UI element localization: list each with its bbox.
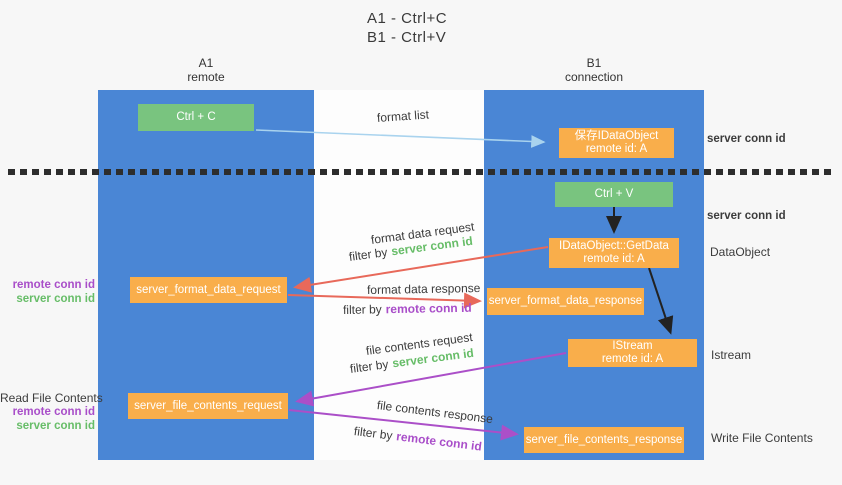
lane-a1-role: remote [187, 70, 225, 84]
lane-header-b1: B1 connection [514, 56, 674, 84]
remote-conn-id-text: remote conn id [385, 300, 472, 317]
filter-by-text: filter by [342, 302, 382, 317]
label-server-conn-id-top-right: server conn id [707, 133, 786, 145]
lane-header-a1: A1 remote [126, 56, 286, 84]
lane-b1-name: B1 [586, 56, 602, 70]
title-line-1: A1 - Ctrl+C [367, 10, 448, 27]
node-save-idataobject-line2: remote id: A [585, 143, 648, 155]
node-server-file-contents-request: server_file_contents_request [128, 393, 288, 419]
node-istream: IStream remote id: A [568, 339, 697, 367]
label-read-file-contents: Read File Contents [0, 391, 103, 405]
node-file-request-label: server_file_contents_request [134, 399, 282, 412]
node-server-format-data-request: server_format_data_request [130, 277, 287, 303]
title-line-2: B1 - Ctrl+V [367, 29, 447, 46]
node-file-response-label: server_file_contents_response [525, 433, 683, 446]
label-group-read-file-contents: Read File Contents remote conn id server… [0, 391, 103, 433]
label-write-file-contents: Write File Contents [711, 431, 813, 445]
label-format-data-response: format data response [366, 281, 481, 297]
label-dataobject: DataObject [710, 245, 771, 259]
node-server-format-data-response: server_format_data_response [487, 288, 644, 315]
diagram-title: A1 - Ctrl+C B1 - Ctrl+V [367, 9, 447, 47]
node-format-request-label: server_format_data_request [136, 283, 281, 296]
node-ctrl-c-label: Ctrl + C [176, 111, 216, 123]
node-idataobject-getdata: IDataObject::GetData remote id: A [549, 238, 679, 268]
label-istream: Istream [711, 348, 752, 362]
node-istream-line2: remote id: A [601, 353, 664, 365]
node-server-file-contents-response: server_file_contents_response [524, 427, 684, 453]
lane-b1-role: connection [564, 70, 624, 84]
node-save-idataobject: 保存IDataObject remote id: A [559, 128, 674, 158]
label-server-conn-id-left-1: server conn id [16, 293, 95, 305]
dotted-separator-line [8, 169, 836, 175]
node-istream-line1: IStream [612, 340, 653, 352]
label-server-conn-id-left-2: server conn id [16, 420, 95, 432]
label-group-format-request-ids: remote conn id server conn id [0, 278, 95, 306]
node-ctrl-v: Ctrl + V [555, 182, 673, 207]
node-save-idataobject-line1: 保存IDataObject [574, 130, 659, 142]
label-remote-conn-id-left-1: remote conn id [12, 279, 95, 291]
label-remote-conn-id-left-2: remote conn id [12, 406, 95, 418]
node-getdata-line1: IDataObject::GetData [559, 240, 669, 252]
label-server-conn-id-mid-right: server conn id [707, 210, 786, 222]
node-ctrl-c: Ctrl + C [138, 104, 254, 131]
node-getdata-line2: remote id: A [583, 253, 645, 265]
node-format-response-label: server_format_data_response [488, 295, 643, 307]
node-ctrl-v-label: Ctrl + V [594, 188, 634, 200]
lane-a1-name: A1 [198, 56, 214, 70]
